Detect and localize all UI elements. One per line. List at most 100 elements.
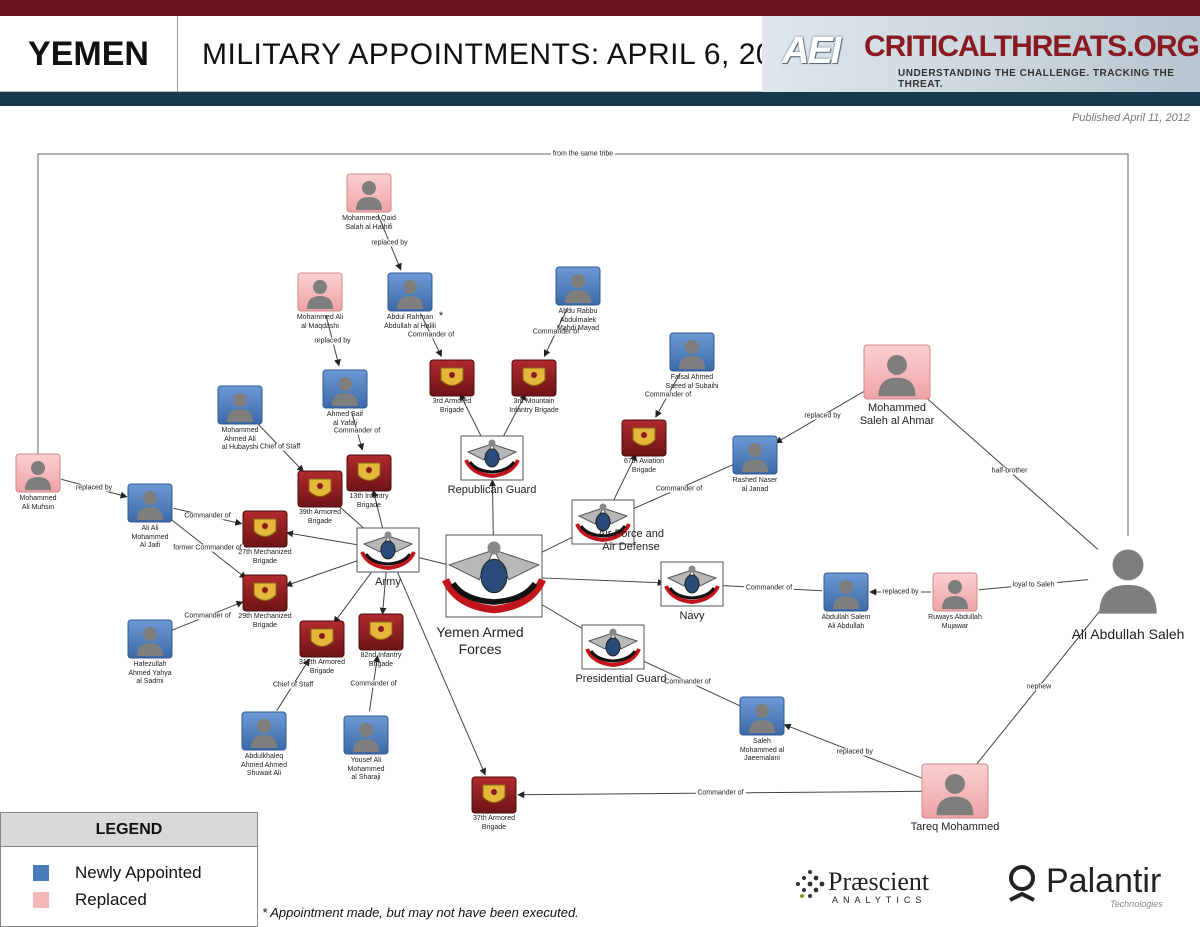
legend-swatch-blue <box>33 865 49 881</box>
edge-label: replaced by <box>73 484 115 492</box>
legend-swatch-pink <box>33 892 49 908</box>
edge-label: Commander of <box>653 485 705 492</box>
page-title: MILITARY APPOINTMENTS: APRIL 6, 2012 <box>202 38 808 71</box>
legend-label-replaced: Replaced <box>75 890 147 909</box>
banner-tagline: UNDERSTANDING THE CHALLENGE. TRACKING TH… <box>898 68 1175 90</box>
palantir-logo[interactable]: Palantir Technologies <box>1006 858 1196 910</box>
branch-emblem-pg[interactable] <box>581 624 645 670</box>
edge-label: Commander of <box>530 328 582 336</box>
praescient-wordmark: Præscient <box>828 867 930 896</box>
edge-label: former Commander of <box>171 544 244 552</box>
edge-label: Chief of Staff <box>270 681 316 689</box>
person-node-sadmi[interactable] <box>127 619 173 659</box>
edge-label: replaced by <box>369 239 410 246</box>
appointments-diagram: replaced by Commander of Commander of repla… <box>0 106 1200 927</box>
person-node-janad[interactable] <box>732 435 778 475</box>
person-node-yafai[interactable] <box>322 369 368 409</box>
palantir-subtitle: Technologies <box>1110 899 1163 909</box>
person-node-shuwait[interactable] <box>241 711 287 751</box>
unit-node-b37[interactable] <box>471 776 517 814</box>
edge-label: loyal to Saleh <box>1010 581 1057 589</box>
person-node-jaeemalani[interactable] <box>739 696 785 736</box>
person-node-sharaji[interactable] <box>343 715 389 755</box>
unit-node-b312[interactable] <box>299 620 345 658</box>
person-node-muhsin[interactable] <box>15 453 61 493</box>
unit-node-b82[interactable] <box>358 613 404 651</box>
same-tribe-link <box>37 153 1129 536</box>
unit-node-b29[interactable] <box>242 574 288 612</box>
structure-link <box>459 393 485 443</box>
person-node-halili[interactable] <box>387 272 433 312</box>
edge-label: nephew <box>1024 683 1054 691</box>
person-node-hubayshi[interactable] <box>217 385 263 425</box>
header: YEMEN MILITARY APPOINTMENTS: APRIL 6, 20… <box>0 16 1200 92</box>
person-node-ahmar[interactable] <box>863 344 931 400</box>
branch-emblem-army[interactable] <box>356 527 420 573</box>
unit-node-b3arm[interactable] <box>429 359 475 397</box>
branch-label: Republican Guard <box>447 484 537 496</box>
person-node-maqdashi[interactable] <box>297 272 343 312</box>
person-node-subaihi[interactable] <box>669 332 715 372</box>
edge-label: Chief of Staff <box>257 443 303 451</box>
person-node-abdullah[interactable] <box>823 572 869 612</box>
edge-label: Commander of <box>743 584 795 592</box>
person-label: Tareq Mohammed <box>910 821 1000 833</box>
edge-label: Commander of <box>182 512 233 520</box>
edge-label: replaced by <box>880 588 921 596</box>
diagram-links <box>15 153 1157 819</box>
praescient-logo[interactable]: Præscient ANALYTICS <box>792 862 962 906</box>
unit-node-b39[interactable] <box>297 470 343 508</box>
edge-label: replaced by <box>802 412 843 420</box>
structure-link <box>285 530 369 548</box>
structure-link <box>379 567 387 615</box>
edge-label: Commander of <box>348 680 399 687</box>
edge-label: Commander of <box>662 678 713 685</box>
branch-emblem-yaf[interactable] <box>442 534 546 618</box>
edge-label: Commander of <box>695 789 746 797</box>
edge-label: half-brother <box>989 467 1030 475</box>
person-node-saleh[interactable] <box>1099 549 1157 614</box>
palantir-wordmark: Palantir <box>1046 862 1161 900</box>
header-divider <box>0 92 1200 106</box>
unit-node-b27[interactable] <box>242 510 288 548</box>
person-node-tareq[interactable] <box>921 763 989 819</box>
edge-label: Commander of <box>182 612 233 620</box>
legend: LEGEND Newly Appointed Replaced <box>0 812 258 927</box>
unit-node-b67[interactable] <box>621 419 667 457</box>
branch-emblem-navy[interactable] <box>660 561 724 607</box>
branch-emblem-af[interactable] <box>571 499 635 545</box>
appointment-asterisk: * <box>438 310 444 322</box>
legend-item-new: Newly Appointed <box>33 863 202 883</box>
person-node-jaifi[interactable] <box>127 483 173 523</box>
criticalthreats-banner[interactable]: AEI CRITICALTHREATS.ORG UNDERSTANDING TH… <box>762 16 1200 92</box>
structure-link <box>333 565 377 624</box>
person-node-mahdi[interactable] <box>555 266 601 306</box>
branch-emblem-rg[interactable] <box>460 435 524 481</box>
person-node-mujawar[interactable] <box>932 572 978 612</box>
person-node-qaid[interactable] <box>346 173 392 213</box>
edge-label: Commander of <box>405 331 457 339</box>
structure-link <box>499 393 527 443</box>
legend-item-replaced: Replaced <box>33 890 147 910</box>
unit-node-b13[interactable] <box>346 454 392 492</box>
unit-node-b3mtn[interactable] <box>511 359 557 397</box>
